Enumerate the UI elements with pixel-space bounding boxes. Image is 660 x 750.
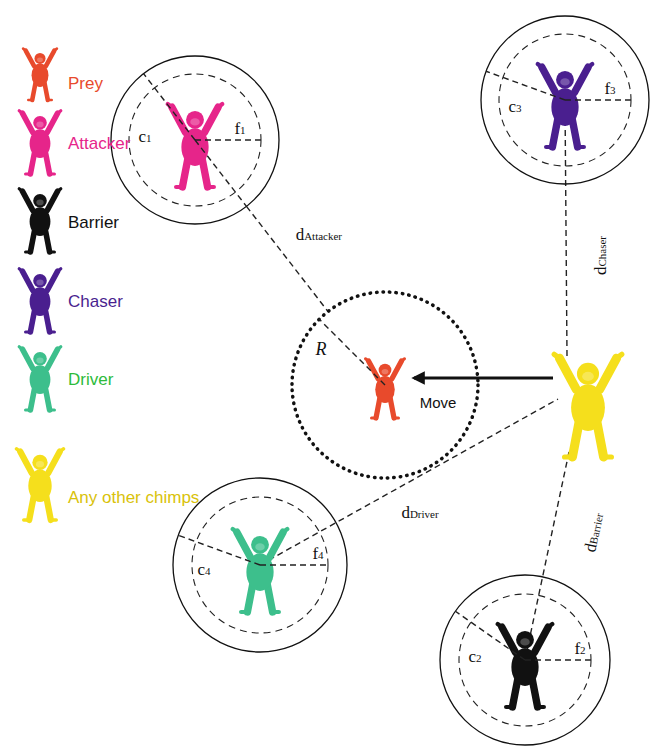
chimp-range-circle: c3 f3: [480, 15, 650, 185]
legend-label: Chaser: [68, 293, 123, 310]
legend-icon: [17, 449, 64, 520]
radius-label: c3: [508, 98, 521, 115]
legend-icon: [19, 269, 61, 332]
distance-line: [565, 100, 567, 356]
radius-label: f3: [604, 80, 615, 97]
legend-label: Any other chimps: [68, 489, 199, 506]
legend-icon: [19, 189, 61, 252]
legend-label: Barrier: [68, 214, 119, 231]
distance-label: dDriver: [399, 504, 440, 521]
distance-line: [246, 206, 328, 311]
barrier-chimp: [498, 624, 553, 707]
legend-label: Prey: [68, 75, 103, 92]
radius-label: R: [316, 340, 327, 358]
chaser-chimp: [538, 64, 593, 147]
radius-label: f2: [574, 640, 585, 657]
radius-label: f4: [312, 545, 323, 562]
circle-outline: [290, 290, 480, 480]
radius-label: c4: [197, 561, 210, 578]
move-arrow: [414, 377, 553, 380]
distance-line: [260, 399, 558, 565]
circle-outline: [480, 15, 650, 185]
distance-label: dBarrier: [581, 509, 607, 555]
legend-icon: [19, 111, 61, 174]
radius-label: f1: [234, 120, 245, 137]
radius-label: c1: [138, 128, 151, 145]
move-label: Move: [420, 395, 457, 410]
distance-label: dAttacker: [294, 226, 344, 243]
distance-label: dChaser: [592, 233, 609, 276]
legend-icon: [23, 49, 57, 100]
chimp-range-circle: c2 f2: [439, 574, 611, 746]
prey-range-circle: R: [290, 290, 480, 480]
legend-label: Driver: [68, 371, 113, 388]
chimp-range-circle: c1 f1: [110, 55, 280, 225]
legend-icon: [19, 347, 61, 410]
circle-outline: [110, 55, 280, 225]
other-chimp: [554, 354, 622, 457]
circle-outline: [439, 574, 611, 746]
driver-chimp: [233, 529, 288, 612]
prey-monkey: [366, 359, 405, 418]
legend-label: Attacker: [68, 135, 130, 152]
radius-label: c2: [468, 648, 481, 665]
